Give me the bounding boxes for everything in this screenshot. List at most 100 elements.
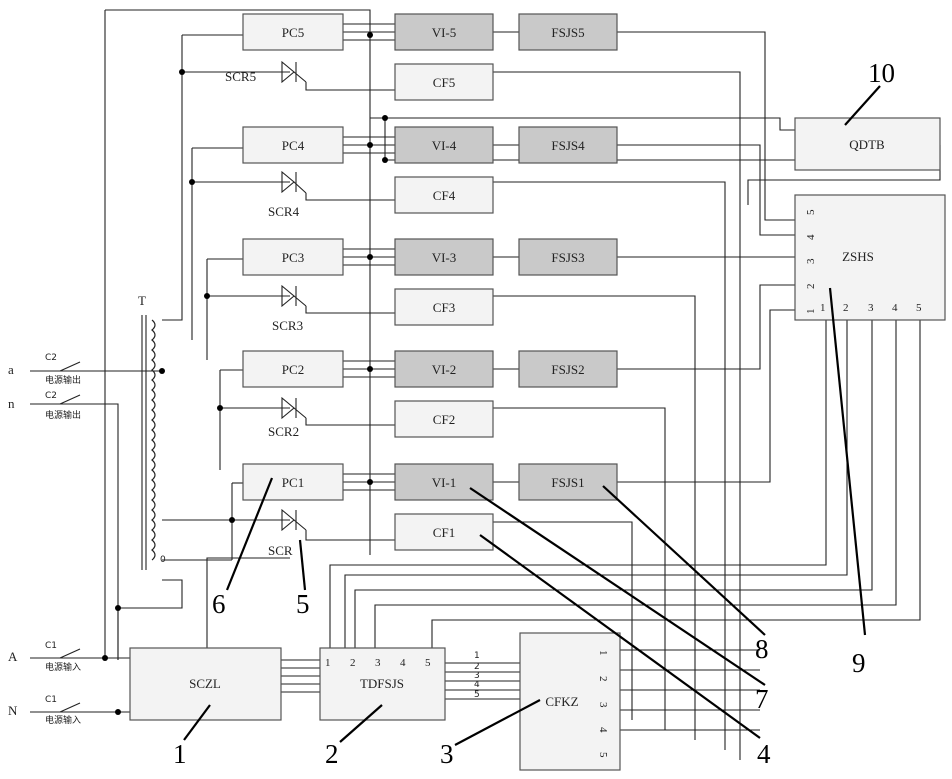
vi3-label: VI-3 bbox=[432, 250, 457, 265]
switch-N-c1: C1 bbox=[45, 695, 57, 705]
fsjs3-label: FSJS3 bbox=[551, 250, 584, 265]
zshs-bottom-port-5: 5 bbox=[916, 302, 922, 314]
callout-8: 8 bbox=[755, 634, 769, 664]
zshs-port-2: 2 bbox=[805, 284, 817, 290]
tdfsjs-port-5: 5 bbox=[425, 657, 431, 669]
scr-symbols: SCR5 SCR4 SCR3 SCR2 SCR bbox=[225, 60, 307, 558]
zshs-label: ZSHS bbox=[842, 249, 874, 264]
switch-n-text: 电源输出 bbox=[45, 409, 81, 421]
vi5-label: VI-5 bbox=[432, 25, 457, 40]
callout-6: 6 bbox=[212, 589, 226, 619]
zshs-port-1-left: 1 bbox=[805, 309, 817, 315]
bus-label-3: 3 bbox=[474, 671, 480, 681]
switch-A-c1: C1 bbox=[45, 641, 57, 651]
vi1-label: VI-1 bbox=[432, 475, 457, 490]
tdfsjs-port-4: 4 bbox=[400, 657, 406, 669]
pc1-label: PC1 bbox=[282, 475, 304, 490]
pc2-label: PC2 bbox=[282, 362, 304, 377]
scr4-label: SCR4 bbox=[268, 204, 300, 219]
scr1-symbol: SCR bbox=[268, 508, 307, 558]
scr3-symbol: SCR3 bbox=[272, 284, 307, 333]
wires bbox=[30, 9, 941, 760]
cf1-label: CF1 bbox=[433, 525, 455, 540]
bus-label-2: 2 bbox=[474, 662, 480, 672]
tdfsjs-port-2: 2 bbox=[350, 657, 356, 669]
sczl-label: SCZL bbox=[189, 676, 221, 691]
tdfsjs-port-1: 1 bbox=[325, 657, 331, 669]
pc4-label: PC4 bbox=[282, 138, 305, 153]
zshs-bottom-ports: 1 2 3 4 5 bbox=[820, 302, 922, 314]
vi4-label: VI-4 bbox=[432, 138, 457, 153]
terminal-A: A bbox=[8, 649, 18, 664]
callout-3: 3 bbox=[440, 739, 454, 769]
scr1-label: SCR bbox=[268, 543, 293, 558]
callout-2: 2 bbox=[325, 739, 339, 769]
callout-4: 4 bbox=[757, 739, 771, 769]
callout-5: 5 bbox=[296, 589, 310, 619]
tdfsjs-port-3: 3 bbox=[375, 657, 381, 669]
switch-a-text: 电源输出 bbox=[45, 374, 81, 386]
scr3-label: SCR3 bbox=[272, 318, 303, 333]
bus-label-5: 5 bbox=[474, 690, 480, 700]
qdtb-label: QDTB bbox=[849, 137, 885, 152]
callout-9: 9 bbox=[852, 648, 866, 678]
cfkz-port-4: 4 bbox=[597, 727, 609, 733]
pc3-label: PC3 bbox=[282, 250, 304, 265]
callout-leaders bbox=[183, 85, 881, 746]
transformer: T 0 bbox=[138, 293, 166, 570]
switch-a-c2: C2 bbox=[45, 353, 57, 363]
scr5-label: SCR5 bbox=[225, 69, 256, 84]
cf2-label: CF2 bbox=[433, 412, 455, 427]
zshs-bottom-port-4: 4 bbox=[892, 302, 898, 314]
transformer-label: T bbox=[138, 293, 146, 308]
callout-10: 10 bbox=[868, 58, 895, 88]
zshs-bottom-port-1: 1 bbox=[820, 302, 826, 314]
vi2-label: VI-2 bbox=[432, 362, 457, 377]
zshs-port-3: 3 bbox=[805, 258, 817, 264]
tdfsjs-label: TDFSJS bbox=[360, 676, 404, 691]
tdfsjs-ports: 1 2 3 4 5 bbox=[325, 657, 431, 669]
fsjs1-label: FSJS1 bbox=[551, 475, 584, 490]
fsjs2-label: FSJS2 bbox=[551, 362, 584, 377]
callout-1: 1 bbox=[173, 739, 187, 769]
zshs-port-5: 5 bbox=[805, 209, 817, 215]
terminal-N: N bbox=[8, 703, 18, 718]
zshs-port-4: 4 bbox=[805, 234, 817, 240]
callout-numbers: 1 2 3 4 5 6 7 8 9 10 bbox=[173, 58, 895, 769]
pc5-label: PC5 bbox=[282, 25, 304, 40]
zshs-left-ports: 5 4 3 2 1 bbox=[805, 209, 817, 314]
switch-n-c2: C2 bbox=[45, 391, 57, 401]
callout-7: 7 bbox=[755, 684, 769, 714]
switch-N-text: 电源输入 bbox=[45, 714, 81, 726]
terminal-a: a bbox=[8, 362, 14, 377]
switches: C2 电源输出 C2 电源输出 C1 电源输入 C1 电源输入 bbox=[45, 353, 81, 726]
scr5-symbol: SCR5 bbox=[225, 60, 307, 84]
blocks: PC5 PC4 PC3 PC2 PC1 VI-5 VI-4 VI-3 VI-2 … bbox=[129, 13, 946, 771]
cf3-label: CF3 bbox=[433, 300, 455, 315]
switch-a: C2 电源输出 bbox=[45, 353, 81, 386]
scr2-symbol: SCR2 bbox=[268, 396, 307, 439]
cfkz-label: CFKZ bbox=[545, 694, 578, 709]
fsjs4-label: FSJS4 bbox=[551, 138, 585, 153]
bus-port-labels: 1 2 3 4 5 bbox=[474, 651, 480, 700]
cf4-label: CF4 bbox=[433, 188, 456, 203]
cfkz-ports: 1 2 3 4 5 bbox=[597, 650, 609, 758]
bus-label-1: 1 bbox=[474, 651, 480, 661]
terminal-n: n bbox=[8, 396, 15, 411]
switch-n: C2 电源输出 bbox=[45, 391, 81, 421]
cf5-label: CF5 bbox=[433, 75, 455, 90]
zshs-bottom-port-2: 2 bbox=[843, 302, 849, 314]
terminals: a n A N bbox=[8, 362, 18, 718]
scr2-label: SCR2 bbox=[268, 424, 299, 439]
switch-A-text: 电源输入 bbox=[45, 661, 81, 673]
junction-dots bbox=[102, 32, 388, 715]
cfkz-port-1: 1 bbox=[597, 650, 609, 656]
transformer-zero: 0 bbox=[160, 555, 166, 565]
scr4-symbol: SCR4 bbox=[268, 170, 307, 219]
switch-A: C1 电源输入 bbox=[45, 641, 81, 673]
cfkz-port-2: 2 bbox=[597, 676, 609, 682]
cfkz-port-5: 5 bbox=[597, 752, 609, 758]
cfkz-port-3: 3 bbox=[597, 702, 609, 708]
zshs-bottom-port-3: 3 bbox=[868, 302, 874, 314]
